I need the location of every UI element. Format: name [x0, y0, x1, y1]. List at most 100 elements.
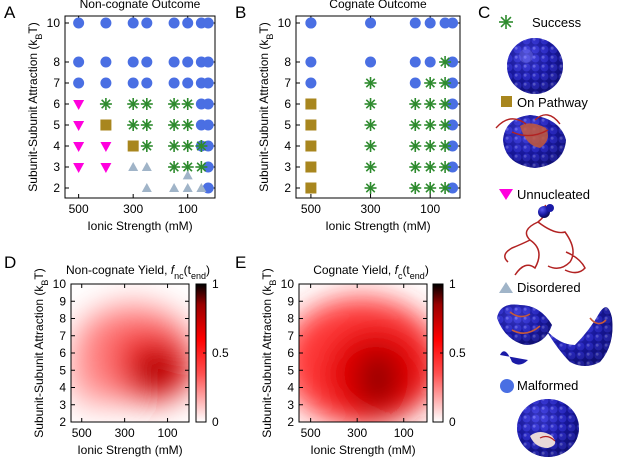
series-unnucleated: [73, 100, 112, 173]
colorbar-tick-label: 0.5: [212, 346, 229, 360]
unnucleated-marker: [73, 163, 85, 173]
y-tick-label: 6: [284, 97, 291, 111]
success-marker: [424, 119, 437, 131]
unnucleated-marker: [73, 100, 85, 110]
malformed-marker: [305, 56, 317, 68]
y-tick-label: 6: [59, 346, 66, 360]
malformed-marker: [202, 140, 214, 152]
malformed-marker: [202, 77, 214, 89]
success-marker: [127, 119, 140, 131]
legend-label-disordered: Disordered: [517, 280, 581, 295]
plot-frame: [295, 15, 461, 199]
malformed-marker: [100, 77, 112, 89]
asterisk-icon-stroke: [499, 15, 513, 29]
disordered-aggregate-image: [497, 304, 613, 366]
colorbar-tick-label: 0.5: [449, 346, 466, 360]
malformed-marker: [447, 98, 459, 110]
malformed-marker: [409, 77, 421, 89]
malformed-marker: [182, 17, 194, 29]
x-tick-label: 500: [301, 202, 321, 216]
malformed-marker: [182, 77, 194, 89]
y-tick-label: 2: [53, 181, 60, 195]
y-axis-label: Subunit-Subunit Attraction (kBT): [260, 268, 278, 437]
x-tick-label: 300: [123, 202, 143, 216]
circle-icon: [500, 379, 514, 393]
y-tick-label: 2: [59, 415, 66, 429]
y-tick-label: 5: [59, 363, 66, 377]
y-tick-label: 7: [59, 329, 66, 343]
malformed-marker: [168, 17, 180, 29]
legend-label-success: Success: [532, 15, 582, 30]
legend-label-on-pathway: On Pathway: [517, 95, 588, 110]
on-pathway-marker: [305, 119, 317, 131]
success-marker: [439, 119, 452, 131]
colorbar: 00.51: [432, 277, 466, 429]
on-pathway-marker: [305, 182, 317, 194]
success-marker: [99, 98, 112, 110]
asterisk-icon: [499, 15, 513, 29]
y-tick-label: 8: [287, 312, 294, 326]
success-marker: [439, 77, 452, 89]
y-tick-label: 9: [287, 294, 294, 308]
heatmap-region: [134, 352, 179, 389]
malformed-marker: [202, 98, 214, 110]
x-axis-label: Ionic Strength (mM): [325, 219, 430, 233]
x-axis-label: Ionic Strength (mM): [87, 219, 192, 233]
x-tick-label: 100: [394, 426, 414, 440]
success-marker: [181, 161, 194, 173]
capsid-complete-image: [507, 38, 563, 94]
disordered-marker: [182, 170, 193, 180]
y-tick-label: 10: [47, 16, 61, 30]
malformed-marker: [127, 77, 139, 89]
success-marker: [409, 182, 422, 194]
success-marker: [409, 98, 422, 110]
series-on_pathway: [305, 98, 317, 194]
success-marker: [168, 98, 181, 110]
y-tick-label: 10: [278, 16, 292, 30]
success-marker: [439, 56, 452, 68]
x-tick-label: 100: [158, 426, 178, 440]
colorbar: 00.51: [195, 277, 229, 429]
y-tick-label: 8: [59, 312, 66, 326]
success-marker: [168, 140, 181, 152]
capsid-malformed-image: [517, 399, 579, 457]
y-tick-label: 5: [53, 118, 60, 132]
success-marker: [364, 140, 377, 152]
y-tick-label: 3: [287, 398, 294, 412]
panel-letter-e: E: [235, 253, 246, 272]
success-marker: [364, 182, 377, 194]
x-tick-label: 100: [420, 202, 440, 216]
y-tick-label: 2: [284, 181, 291, 195]
legend-item-unnucleated: Unnucleated: [499, 187, 590, 276]
legend-item-success: Success: [499, 15, 582, 94]
success-marker: [424, 77, 437, 89]
chart-d-noncognate-yield: Non-cognate Yield, fnc(tend)234567891050…: [32, 263, 229, 457]
plot-frame: [64, 15, 216, 199]
malformed-marker: [100, 56, 112, 68]
heatmap-blobs: [299, 296, 427, 422]
colorbar-tick-label: 0: [449, 415, 456, 429]
malformed-marker: [100, 17, 112, 29]
malformed-marker: [202, 119, 214, 131]
y-tick-label: 8: [284, 55, 291, 69]
success-marker: [195, 161, 208, 173]
success-marker: [127, 98, 140, 110]
malformed-marker: [202, 161, 214, 173]
success-marker: [439, 140, 452, 152]
y-tick-label: 5: [287, 363, 294, 377]
disordered-marker: [182, 183, 193, 192]
malformed-marker: [365, 56, 377, 68]
malformed-marker: [447, 77, 459, 89]
unnucleated-strand-image: [504, 204, 586, 276]
x-axis-label: Ionic Strength (mM): [310, 443, 415, 457]
success-marker: [409, 119, 422, 131]
x-axis-label: Ionic Strength (mM): [77, 443, 182, 457]
success-marker: [364, 119, 377, 131]
success-marker: [168, 119, 181, 131]
malformed-marker: [447, 119, 459, 131]
y-tick-label: 4: [284, 139, 291, 153]
unnucleated-marker: [73, 142, 85, 152]
malformed-marker: [141, 77, 153, 89]
